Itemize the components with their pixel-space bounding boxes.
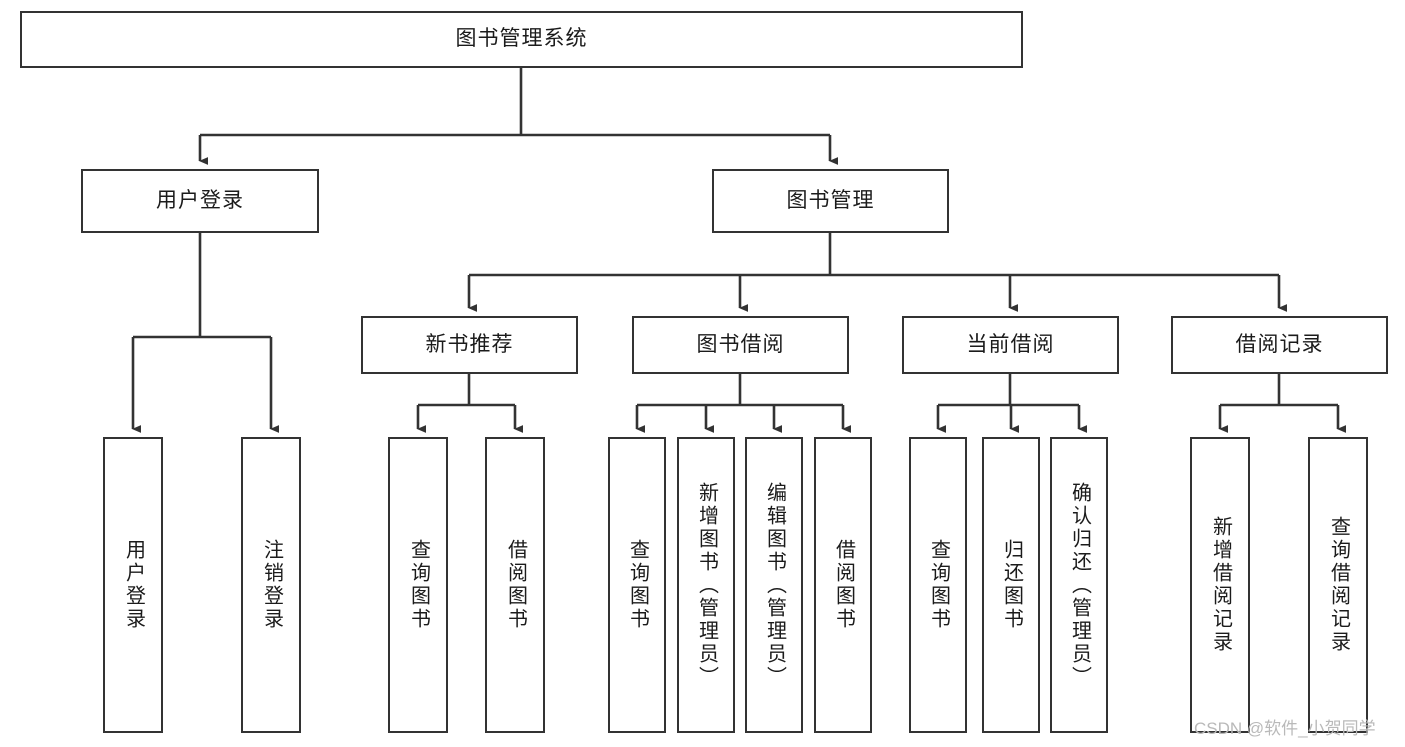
node-label: 用户登录 xyxy=(122,539,145,631)
leaf-add-book-admin[interactable]: 新增图书（管理员） xyxy=(677,437,735,733)
leaf-query-books-new[interactable]: 查询图书 xyxy=(388,437,448,733)
node-current-borrowing[interactable]: 当前借阅 xyxy=(902,316,1119,374)
node-system-root[interactable]: 图书管理系统 xyxy=(20,11,1023,68)
leaf-user-login[interactable]: 用户登录 xyxy=(103,437,163,733)
node-label: 注销登录 xyxy=(260,539,283,631)
node-label: 查询图书 xyxy=(407,539,430,631)
leaf-return-books[interactable]: 归还图书 xyxy=(982,437,1040,733)
node-label: 用户登录 xyxy=(156,188,244,212)
node-label: 查询图书 xyxy=(927,539,950,631)
node-label: 借阅记录 xyxy=(1235,332,1324,356)
node-label: 确认归还（管理员） xyxy=(1068,481,1091,689)
node-book-management[interactable]: 图书管理 xyxy=(712,169,949,233)
leaf-borrow-books-new[interactable]: 借阅图书 xyxy=(485,437,545,733)
node-label: 借阅图书 xyxy=(832,539,855,631)
node-new-book-recommendation[interactable]: 新书推荐 xyxy=(361,316,578,374)
node-label: 新增借阅记录 xyxy=(1209,516,1232,654)
node-user-login[interactable]: 用户登录 xyxy=(81,169,319,233)
node-label: 归还图书 xyxy=(1000,539,1023,631)
node-label: 图书管理系统 xyxy=(455,27,588,51)
leaf-query-books-current[interactable]: 查询图书 xyxy=(909,437,967,733)
leaf-borrow-books[interactable]: 借阅图书 xyxy=(814,437,872,733)
node-label: 图书管理 xyxy=(786,188,875,212)
node-label: 新书推荐 xyxy=(425,332,514,356)
leaf-confirm-return-admin[interactable]: 确认归还（管理员） xyxy=(1050,437,1108,733)
node-label: 当前借阅 xyxy=(966,332,1055,356)
node-label: 图书借阅 xyxy=(696,332,785,356)
node-book-borrowing[interactable]: 图书借阅 xyxy=(632,316,849,374)
leaf-query-borrow-record[interactable]: 查询借阅记录 xyxy=(1308,437,1368,733)
leaf-edit-book-admin[interactable]: 编辑图书（管理员） xyxy=(745,437,803,733)
node-label: 查询图书 xyxy=(626,539,649,631)
node-borrow-records[interactable]: 借阅记录 xyxy=(1171,316,1388,374)
node-label: 编辑图书（管理员） xyxy=(763,481,786,689)
node-label: 新增图书（管理员） xyxy=(695,481,718,689)
node-label: 查询借阅记录 xyxy=(1327,516,1350,654)
leaf-query-books-borrow[interactable]: 查询图书 xyxy=(608,437,666,733)
leaf-add-borrow-record[interactable]: 新增借阅记录 xyxy=(1190,437,1250,733)
leaf-logout[interactable]: 注销登录 xyxy=(241,437,301,733)
node-label: 借阅图书 xyxy=(504,539,527,631)
